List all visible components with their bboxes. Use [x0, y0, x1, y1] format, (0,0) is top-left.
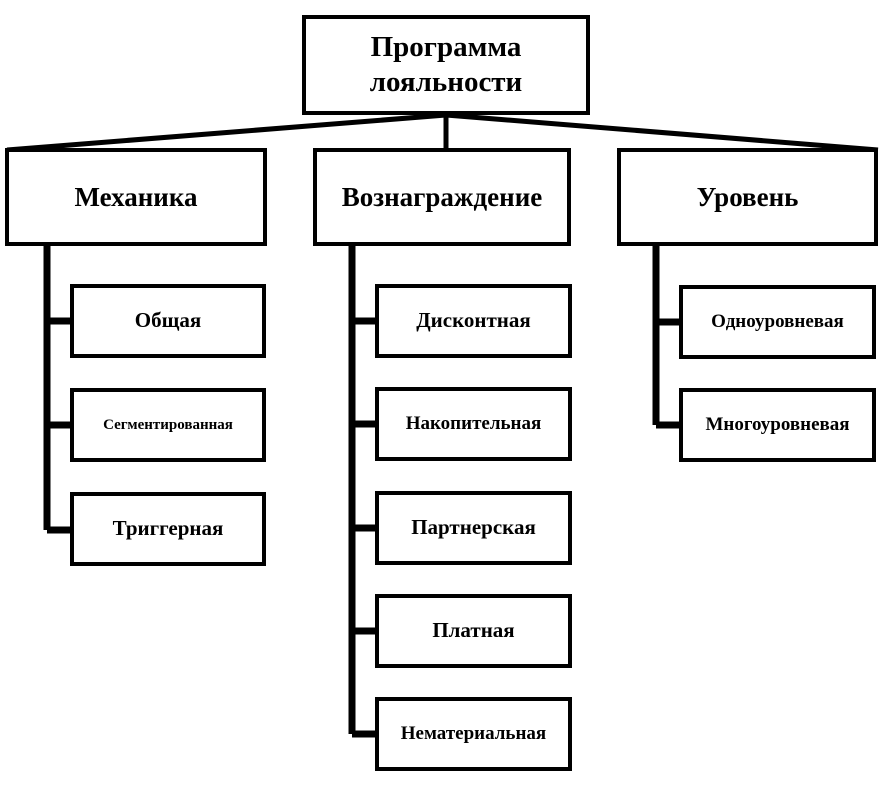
node-leaf-nonmaterial[interactable]: Нематериальная: [375, 697, 572, 771]
node-leaf-cumulative[interactable]: Накопительная: [375, 387, 572, 461]
node-leaf-cumulative-label: Накопительная: [405, 413, 542, 435]
node-leaf-trigger-label: Триггерная: [112, 516, 224, 541]
node-leaf-partner[interactable]: Партнерская: [375, 491, 572, 565]
node-leaf-trigger[interactable]: Триггерная: [70, 492, 266, 566]
connector-root-to-left: [6, 112, 447, 153]
node-branch-mechanics-label: Механика: [74, 181, 198, 212]
node-leaf-discount[interactable]: Дисконтная: [375, 284, 572, 358]
node-leaf-general-label: Общая: [134, 308, 202, 333]
node-root-label: Программа лояльности: [369, 30, 523, 98]
node-branch-level[interactable]: Уровень: [617, 148, 878, 246]
node-branch-level-label: Уровень: [696, 181, 799, 212]
node-leaf-discount-label: Дисконтная: [416, 308, 531, 333]
connector-root-to-right: [445, 112, 879, 153]
node-leaf-general[interactable]: Общая: [70, 284, 266, 358]
node-leaf-nonmaterial-label: Нематериальная: [400, 723, 547, 745]
node-leaf-single-level-label: Одноуровневая: [711, 311, 844, 333]
node-root[interactable]: Программа лояльности: [302, 15, 590, 115]
node-leaf-segmented[interactable]: Сегментированная: [70, 388, 266, 462]
node-leaf-multi-level-label: Многоуровневая: [705, 414, 850, 436]
node-leaf-segmented-label: Сегментированная: [103, 416, 233, 433]
node-branch-reward-label: Вознаграждение: [341, 181, 543, 212]
node-leaf-multi-level[interactable]: Многоуровневая: [679, 388, 876, 462]
node-leaf-single-level[interactable]: Одноуровневая: [679, 285, 876, 359]
node-leaf-paid-label: Платная: [432, 618, 515, 643]
node-branch-mechanics[interactable]: Механика: [5, 148, 267, 246]
node-branch-reward[interactable]: Вознаграждение: [313, 148, 571, 246]
node-leaf-partner-label: Партнерская: [411, 515, 536, 540]
node-leaf-paid[interactable]: Платная: [375, 594, 572, 668]
